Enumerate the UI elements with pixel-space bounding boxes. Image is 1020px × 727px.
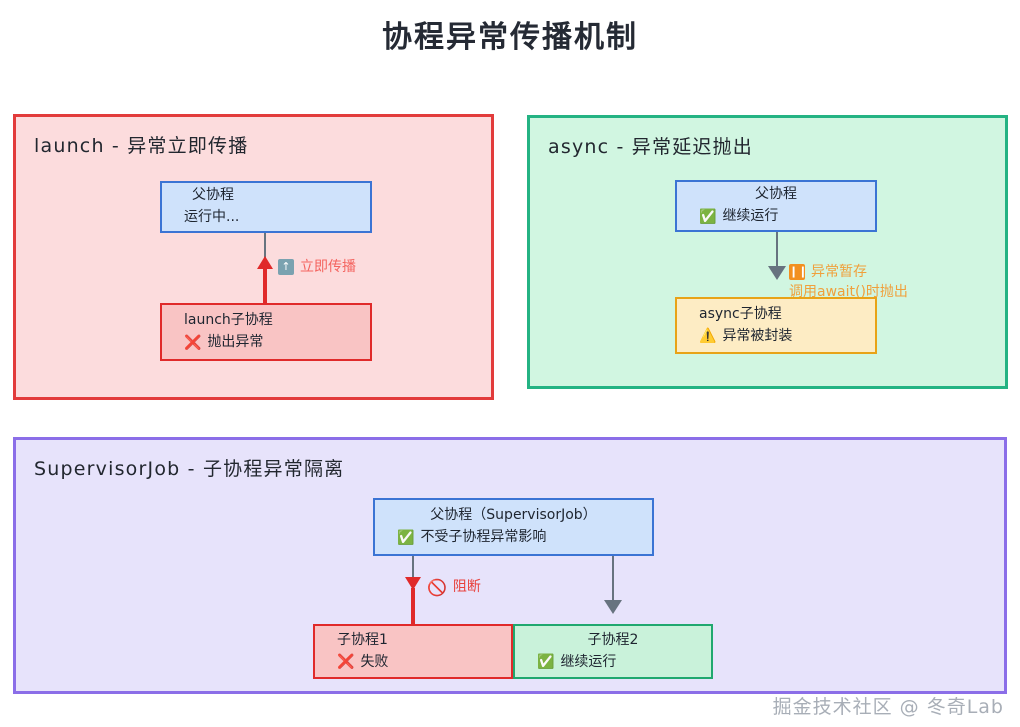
watermark: 掘金技术社区 @ 冬奇Lab bbox=[772, 696, 1004, 718]
no-entry-icon: 🚫 bbox=[427, 578, 447, 597]
launch-connector-gray bbox=[264, 233, 266, 269]
launch-child-line1: launch子协程 bbox=[184, 312, 273, 329]
supervisor-block-text: 阻断 bbox=[452, 579, 481, 595]
launch-parent-line2: 运行中... bbox=[184, 209, 240, 225]
panel-async-title: async - 异常延迟抛出 bbox=[548, 136, 754, 158]
async-parent-line2: ✅ 继续运行 bbox=[699, 208, 779, 225]
supervisor-child2-line1: 子协程2 bbox=[587, 631, 639, 648]
supervisor-left-connector-red bbox=[411, 588, 415, 634]
cross-mark-icon: ❌ bbox=[337, 654, 355, 671]
panel-launch-title: launch - 异常立即传播 bbox=[34, 135, 249, 157]
launch-annotation: ↑ 立即传播 bbox=[278, 257, 356, 277]
panel-supervisor-title: SupervisorJob - 子协程异常隔离 bbox=[34, 458, 345, 480]
launch-parent-node: 父协程 运行中... bbox=[160, 181, 372, 233]
async-child-line1: async子协程 bbox=[699, 305, 782, 322]
async-arrow-down-head bbox=[768, 266, 786, 280]
cross-mark-icon: ❌ bbox=[184, 334, 202, 351]
warning-icon: ⚠️ bbox=[699, 328, 717, 345]
page-title: 协程异常传播机制 bbox=[382, 20, 638, 55]
up-arrow-icon: ↑ bbox=[278, 259, 294, 275]
supervisor-child1-node: 子协程1 ❌ 失败 bbox=[313, 624, 513, 679]
async-annotation-text1: 异常暂存 bbox=[811, 264, 867, 280]
supervisor-parent-node: 父协程（SupervisorJob） ✅ 不受子协程异常影响 bbox=[373, 498, 654, 556]
async-child-line2: ⚠️ 异常被封装 bbox=[699, 327, 793, 345]
check-mark-icon: ✅ bbox=[397, 529, 415, 546]
launch-annotation-text: 立即传播 bbox=[300, 259, 356, 275]
launch-parent-line1: 父协程 bbox=[192, 187, 234, 204]
supervisor-parent-line1: 父协程（SupervisorJob） bbox=[430, 507, 597, 524]
check-mark-icon: ✅ bbox=[699, 208, 717, 225]
async-connector-gray bbox=[776, 232, 778, 268]
panel-supervisor: SupervisorJob - 子协程异常隔离 父协程（SupervisorJo… bbox=[13, 437, 1007, 694]
panel-async: async - 异常延迟抛出 父协程 ✅ 继续运行 ❙❙ 异常暂存 调用awai… bbox=[527, 115, 1008, 389]
check-mark-icon: ✅ bbox=[537, 654, 555, 671]
supervisor-block-annotation: 🚫 阻断 bbox=[427, 577, 481, 597]
supervisor-child2-node: 子协程2 ✅ 继续运行 bbox=[513, 624, 713, 679]
async-annotation: ❙❙ 异常暂存 调用await()时抛出 bbox=[789, 262, 908, 303]
supervisor-left-arrow-head bbox=[405, 577, 421, 590]
supervisor-child2-line2: ✅ 继续运行 bbox=[537, 653, 617, 671]
supervisor-child1-line2: ❌ 失败 bbox=[337, 653, 389, 671]
supervisor-parent-line2: ✅ 不受子协程异常影响 bbox=[397, 529, 547, 546]
supervisor-child1-line1: 子协程1 bbox=[337, 631, 388, 648]
async-parent-node: 父协程 ✅ 继续运行 bbox=[675, 180, 877, 232]
launch-arrow-up-head bbox=[257, 256, 273, 269]
async-child-node: async子协程 ⚠️ 异常被封装 bbox=[675, 297, 877, 354]
launch-child-node: launch子协程 ❌ 抛出异常 bbox=[160, 303, 372, 361]
launch-child-line2: ❌ 抛出异常 bbox=[184, 334, 264, 351]
supervisor-right-connector-gray bbox=[612, 556, 614, 604]
pause-icon: ❙❙ bbox=[789, 264, 808, 280]
supervisor-right-arrow-head bbox=[604, 600, 622, 614]
async-parent-line1: 父协程 bbox=[755, 186, 797, 203]
panel-launch: launch - 异常立即传播 父协程 运行中... ↑ 立即传播 launch… bbox=[13, 114, 494, 400]
launch-connector-red bbox=[263, 267, 267, 315]
supervisor-left-connector-gray bbox=[412, 556, 414, 584]
async-annotation-text2: 调用await()时抛出 bbox=[789, 284, 908, 301]
